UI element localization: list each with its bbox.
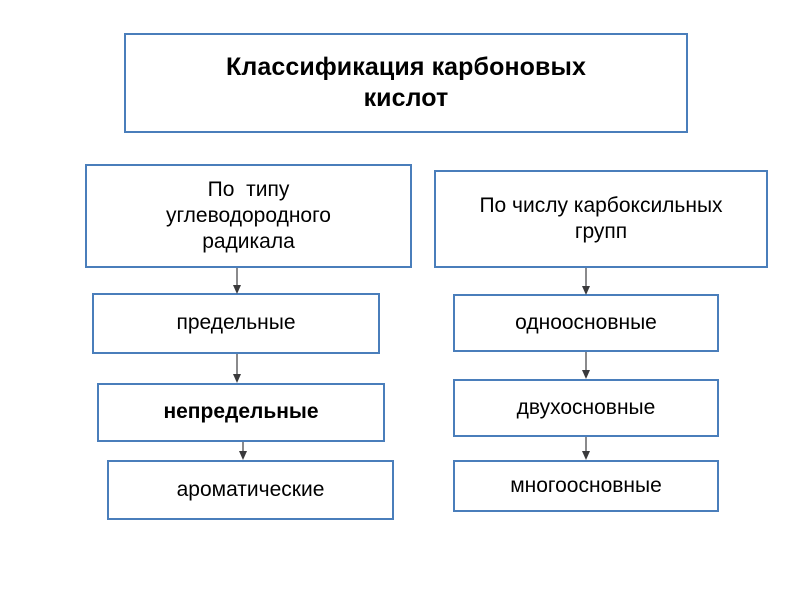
branch-header-box-hydrocarbon-radical: По типу углеводородного радикала — [85, 164, 412, 268]
node-box-aromatic: ароматические — [107, 460, 394, 520]
node-label-unsaturated: непредельные — [163, 400, 319, 424]
node-label-polybasic: многоосновные — [510, 473, 662, 497]
node-box-unsaturated: непредельные — [97, 383, 385, 442]
arrow-left-header-to-saturated — [233, 268, 241, 294]
branch-header-box-carboxyl-groups: По числу карбоксильных групп — [434, 170, 768, 268]
node-box-monobasic: одноосновные — [453, 294, 719, 352]
node-label-dibasic: двухосновные — [516, 395, 656, 419]
arrow-left-unsaturated-to-aromatic — [239, 442, 247, 460]
node-box-dibasic: двухосновные — [453, 379, 719, 437]
node-box-saturated: предельные — [92, 293, 380, 354]
node-label-monobasic: одноосновные — [515, 310, 657, 334]
node-box-polybasic: многоосновные — [453, 460, 719, 512]
arrow-left-saturated-to-unsaturated — [233, 354, 241, 383]
arrow-right-dibasic-to-polybasic — [582, 437, 590, 460]
branch-header-text-carboxyl-groups: По числу карбоксильных групп — [479, 193, 723, 243]
node-label-saturated: предельные — [176, 311, 296, 335]
branch-header-text-hydrocarbon-radical: По типу углеводородного радикала — [165, 177, 331, 254]
arrow-right-monobasic-to-dibasic — [582, 352, 590, 379]
arrow-right-header-to-monobasic — [582, 268, 590, 295]
diagram-title-text: Классификация карбоновых кислот — [226, 52, 586, 112]
node-label-aromatic: ароматические — [176, 477, 325, 501]
diagram-title-box: Классификация карбоновых кислот — [124, 33, 688, 133]
